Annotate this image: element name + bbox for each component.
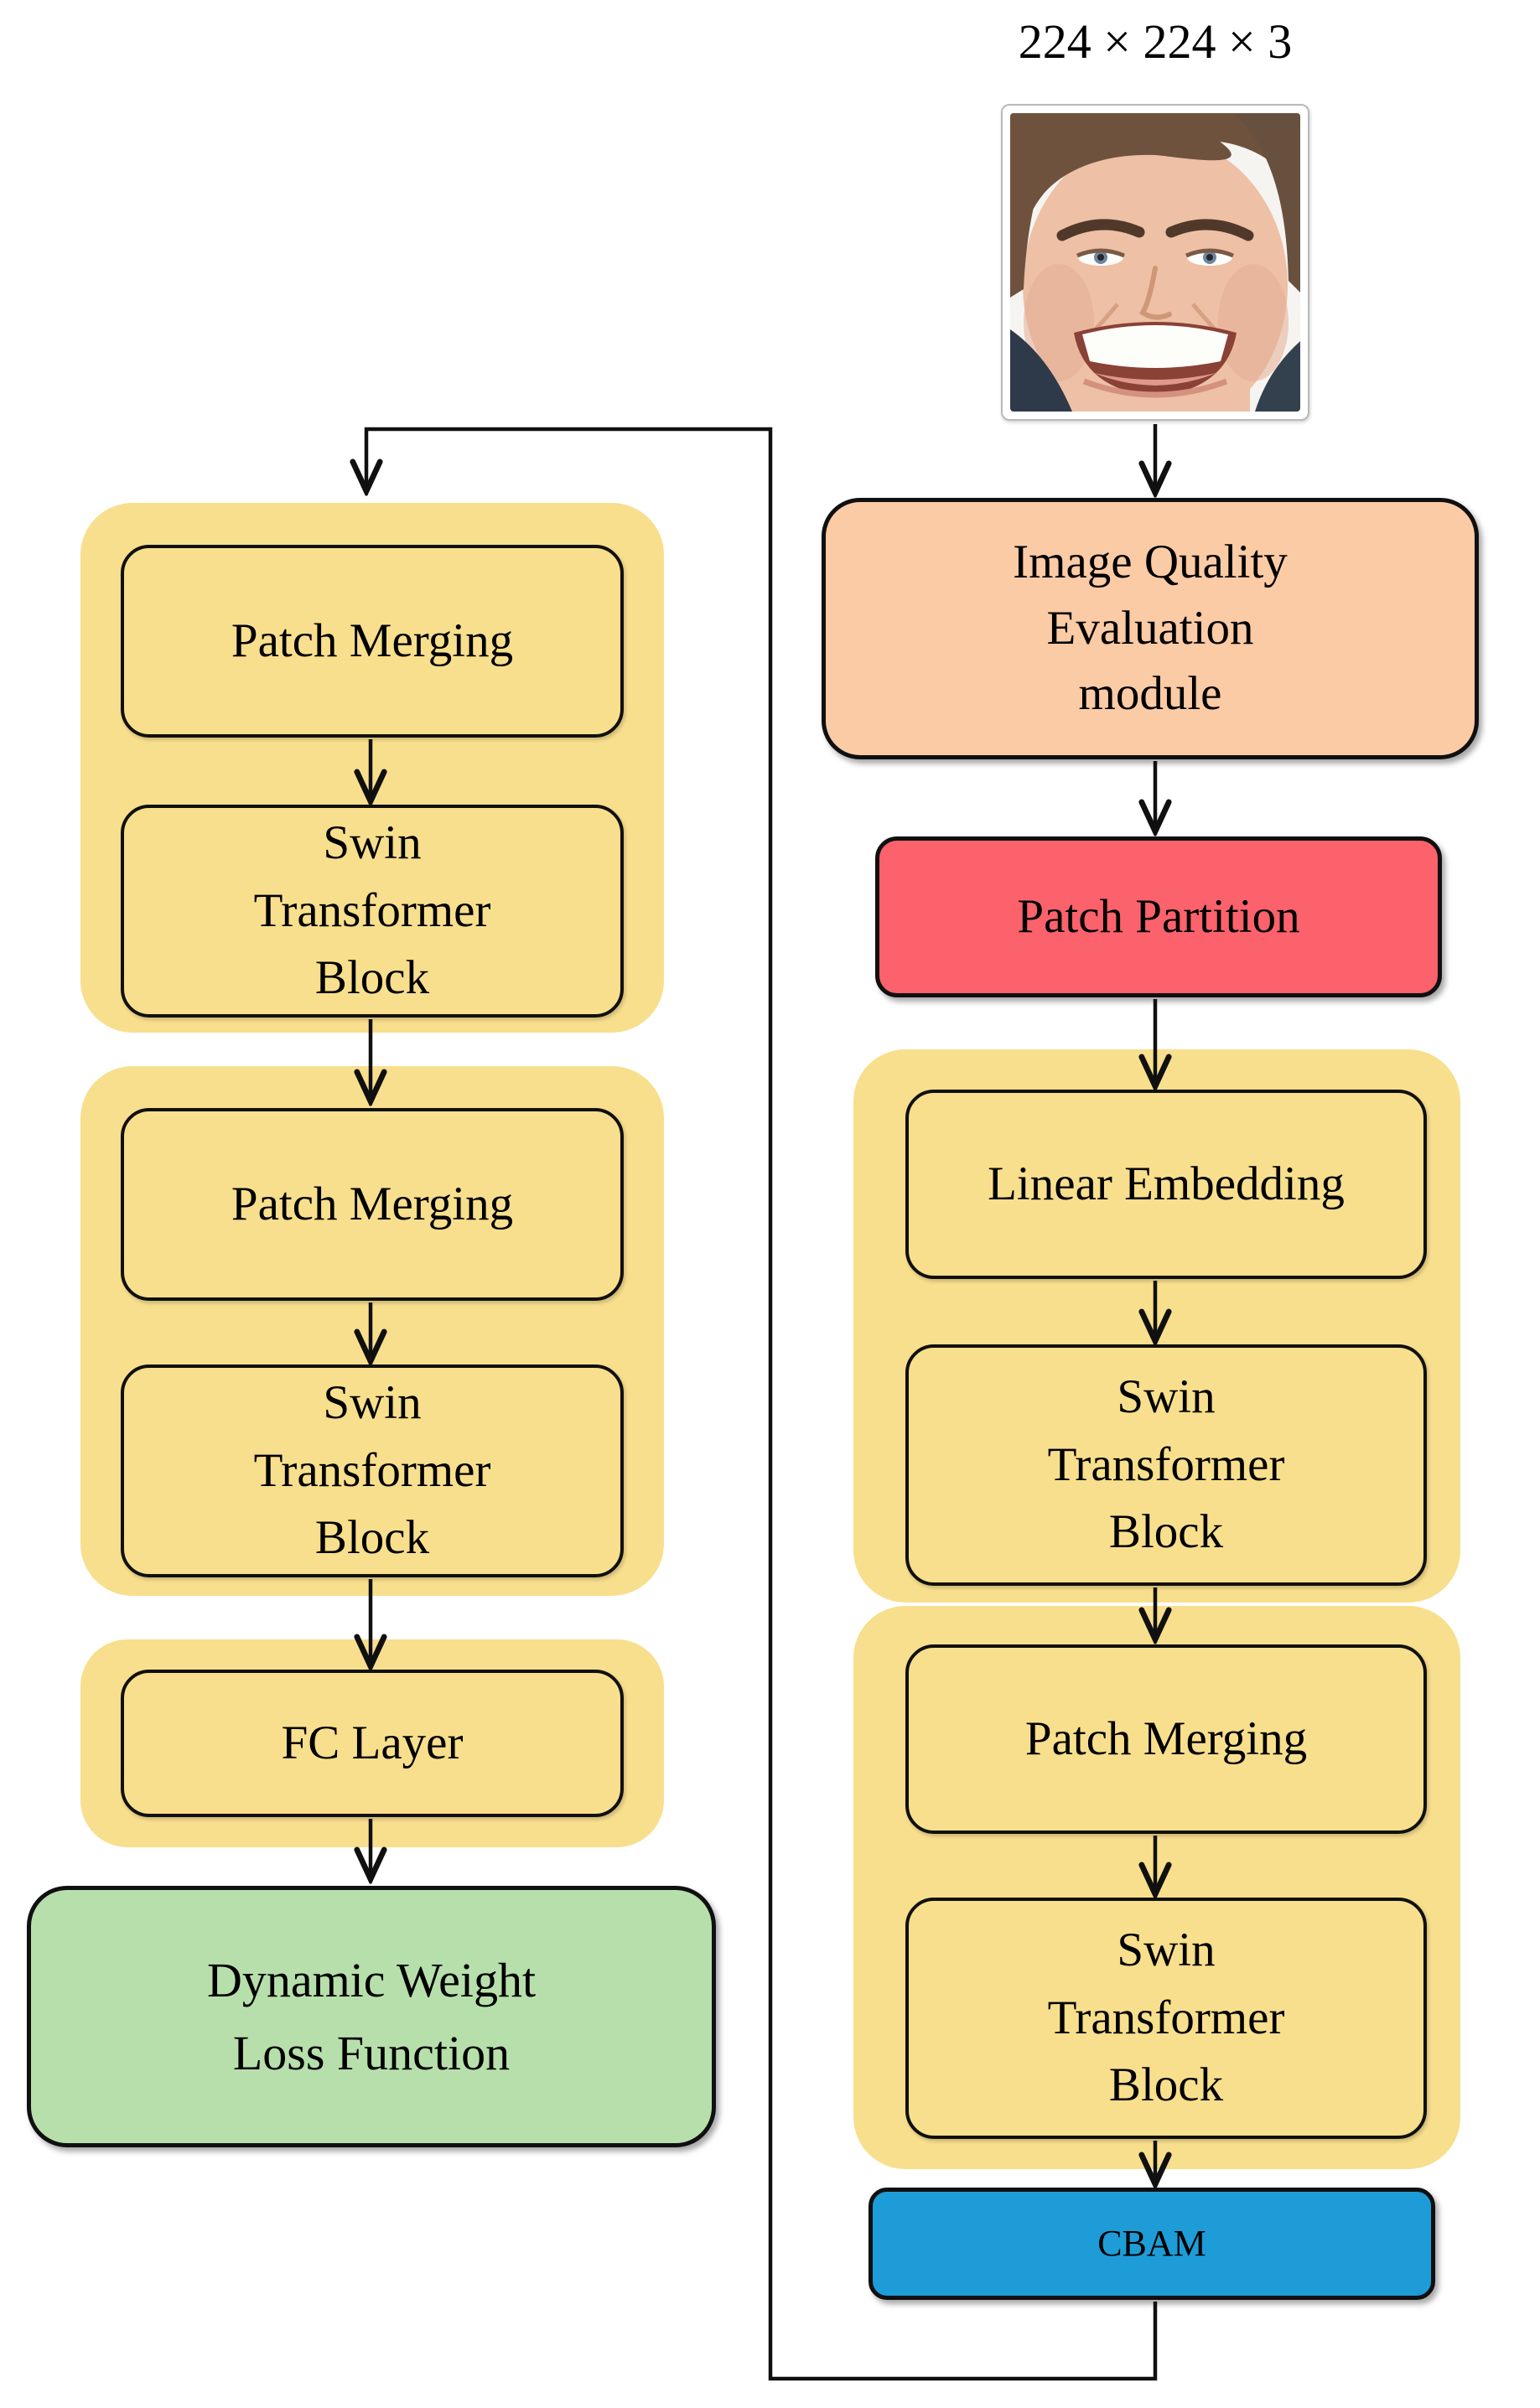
swin-label-line2: Transformer bbox=[1047, 1437, 1285, 1491]
swin-label-line3: Block bbox=[1108, 1505, 1224, 1559]
fc-layer-label: FC Layer bbox=[281, 1716, 464, 1769]
swin-label-line1: Swin bbox=[1117, 1370, 1216, 1423]
fc-layer-node: FC Layer bbox=[121, 1670, 624, 1817]
patch-partition-label: Patch Partition bbox=[1017, 889, 1300, 943]
patch-partition-node: Patch Partition bbox=[875, 836, 1442, 997]
input-dimensions-label: 224 × 224 × 3 bbox=[1018, 14, 1293, 69]
left-patch-merging-label-1: Patch Merging bbox=[231, 614, 514, 667]
left-stage2-swin-block: Swin Transformer Block bbox=[121, 1365, 624, 1577]
linear-embedding-node: Linear Embedding bbox=[905, 1090, 1427, 1279]
left-stage1-swin-block: Swin Transformer Block bbox=[121, 805, 624, 1018]
swin-label-line2: Transformer bbox=[1047, 1991, 1285, 2044]
right-stage1-swin-block: Swin Transformer Block bbox=[905, 1344, 1427, 1586]
swin-label-line3: Block bbox=[314, 1511, 430, 1565]
input-face-image bbox=[1001, 104, 1309, 421]
linear-embedding-label: Linear Embedding bbox=[988, 1157, 1345, 1210]
face-photo-illustration bbox=[1010, 113, 1300, 412]
cbam-label: CBAM bbox=[1097, 2222, 1206, 2264]
right-patch-merging-node: Patch Merging bbox=[905, 1644, 1427, 1834]
cbam-node: CBAM bbox=[869, 2188, 1435, 2300]
dynamic-weight-loss-node: Dynamic Weight Loss Function bbox=[27, 1886, 716, 2147]
swin-label-line1: Swin bbox=[1117, 1923, 1216, 1976]
iqe-label-line2: Evaluation bbox=[1046, 601, 1254, 655]
swin-label-line2: Transformer bbox=[253, 883, 491, 937]
left-patch-merging-node-2: Patch Merging bbox=[121, 1108, 624, 1301]
left-patch-merging-label-2: Patch Merging bbox=[231, 1177, 514, 1230]
swin-label-line1: Swin bbox=[323, 1375, 422, 1429]
right-patch-merging-label: Patch Merging bbox=[1024, 1711, 1308, 1765]
swin-label-line3: Block bbox=[314, 951, 430, 1005]
swin-label-line3: Block bbox=[1108, 2058, 1224, 2112]
iqe-label-line3: module bbox=[1078, 667, 1222, 721]
swin-label-line1: Swin bbox=[323, 816, 422, 869]
loss-label-line2: Loss Function bbox=[232, 2026, 511, 2080]
iqe-label-line1: Image Quality bbox=[1013, 536, 1288, 589]
right-stage2-swin-block: Swin Transformer Block bbox=[905, 1898, 1427, 2139]
loss-label-line1: Dynamic Weight bbox=[206, 1953, 537, 2007]
left-patch-merging-node-1: Patch Merging bbox=[121, 545, 624, 738]
image-quality-evaluation-module: Image Quality Evaluation module bbox=[822, 498, 1479, 759]
swin-label-line2: Transformer bbox=[253, 1443, 491, 1497]
